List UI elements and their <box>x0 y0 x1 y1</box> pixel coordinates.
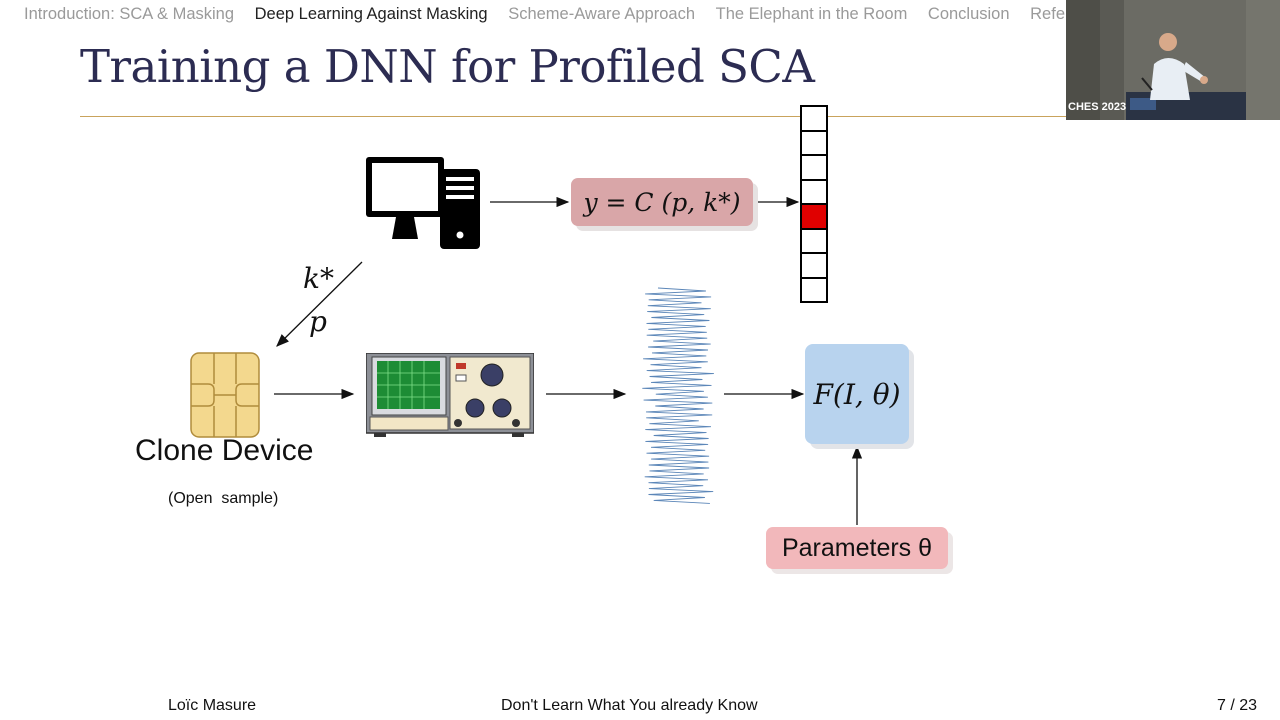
arrow-computer-to-device <box>276 261 363 347</box>
conference-badge: CHES 2023 <box>1068 101 1127 113</box>
nav-item-deep-learning[interactable]: Deep Learning Against Masking <box>254 5 488 23</box>
parameters-label: Parameters θ <box>781 533 933 562</box>
footer-talk-title: Don't Learn What You already Know <box>501 697 758 714</box>
onehot-cell <box>802 107 826 130</box>
plaintext-label: p <box>309 305 327 338</box>
onehot-cell <box>802 129 826 154</box>
footer-author: Loïc Masure <box>168 697 257 714</box>
title-rule <box>80 116 1280 117</box>
onehot-cell <box>802 203 826 228</box>
key-label: k* <box>303 262 334 295</box>
nav-item-conclusion[interactable]: Conclusion <box>927 5 1010 23</box>
nav-item-scheme-aware[interactable]: Scheme-Aware Approach <box>508 5 696 23</box>
nav-item-introduction[interactable]: Introduction: SCA & Masking <box>24 5 235 23</box>
oscilloscope-icon <box>366 353 534 437</box>
slide-title: Training a DNN for Profiled SCA <box>80 40 815 93</box>
webcam-feed: CHES 2023 <box>1066 0 1280 120</box>
onehot-cell <box>802 154 826 179</box>
clone-device-label: Clone Device <box>135 434 314 467</box>
onehot-cell <box>802 227 826 252</box>
onehot-cell <box>802 178 826 203</box>
onehot-cell <box>802 252 826 277</box>
nav-item-references[interactable]: References <box>1030 5 1066 23</box>
clone-device-sublabel: (Open sample) <box>168 490 279 507</box>
onehot-cell <box>802 276 826 301</box>
parameters-box: Parameters θ <box>766 527 948 569</box>
nav-item-elephant[interactable]: The Elephant in the Room <box>715 5 908 23</box>
side-channel-trace <box>642 287 714 504</box>
model-box: F(I, θ) <box>805 344 909 444</box>
trace-waveform <box>642 287 714 504</box>
speaker-video-icon <box>1066 0 1280 120</box>
computer-icon <box>366 157 480 249</box>
model-label: F(I, θ) <box>813 377 901 411</box>
section-nav: Introduction: SCA & Masking Deep Learnin… <box>0 0 1066 28</box>
smartcard-chip-icon <box>190 352 260 438</box>
footer-page-number: 7 / 23 <box>1217 697 1258 714</box>
onehot-vector <box>800 105 828 303</box>
label-formula-box: y = C (p, k*) <box>571 178 753 226</box>
label-formula: y = C (p, k*) <box>583 187 741 217</box>
